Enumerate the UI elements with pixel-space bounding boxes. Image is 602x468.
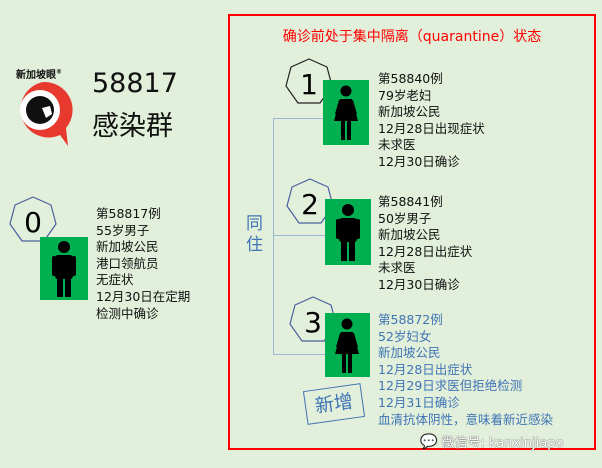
detail-line: 新加坡公民	[96, 239, 159, 255]
detail-line: 第58817例	[96, 206, 161, 221]
detail-line: 新加坡公民	[378, 345, 441, 361]
detail-line: 12月28日出症状	[378, 361, 473, 377]
box-title: 确诊前处于集中隔离（quarantine）状态	[282, 29, 542, 45]
detail-line: 第58872例	[378, 312, 443, 327]
household-tree-line	[273, 118, 326, 355]
case-details-2: 第58841例 50岁男子 新加坡公民 12月28日出症状 未求医 12月30日…	[378, 194, 472, 294]
cluster-label: 感染群	[92, 111, 173, 142]
quarantine-box	[228, 14, 596, 450]
person-figure-2	[325, 199, 371, 265]
case-number-badge-2: 2	[286, 178, 334, 224]
logo: 新加坡眼®	[8, 66, 78, 148]
case-number: 1	[300, 68, 318, 101]
cluster-id: 58817	[92, 68, 178, 99]
case-details-3: 第58872例 52岁妇女 新加坡公民 12月28日出症状 12月29日求医但拒…	[378, 312, 553, 428]
relation-label: 同住	[246, 214, 264, 256]
detail-line: 12月31日确诊	[378, 394, 460, 410]
male-person-icon	[336, 204, 360, 261]
detail-line: 12月29日求医但拒绝检测	[378, 378, 523, 394]
detail-line: 79岁老妇	[378, 87, 432, 103]
detail-line: 12月28日出症状	[378, 243, 473, 259]
detail-line: 未求医	[378, 260, 416, 276]
logo-text: 新加坡眼®	[16, 68, 62, 81]
detail-line: 第58841例	[378, 194, 443, 209]
detail-line: 新加坡公民	[378, 227, 441, 243]
detail-line: 12月30日在定期	[96, 288, 191, 304]
eye-logo-icon	[20, 81, 73, 146]
detail-line: 未求医	[378, 137, 416, 153]
male-person-icon	[52, 241, 76, 297]
case-number: 2	[301, 188, 319, 221]
detail-line: 无症状	[96, 272, 134, 288]
index-case-details: 第58817例 55岁男子 新加坡公民 港口领航员 无症状 12月30日在定期 …	[96, 206, 190, 322]
wechat-icon: 💬	[420, 433, 438, 450]
case-number-badge-0: 0	[9, 196, 57, 242]
detail-line: 血清抗体阴性，意味着新近感染	[378, 411, 554, 427]
case-number-badge-3: 3	[289, 296, 337, 342]
detail-line: 12月30日确诊	[378, 153, 460, 169]
detail-line: 检测中确诊	[96, 305, 159, 321]
person-figure-0	[40, 237, 88, 300]
detail-line: 55岁男子	[96, 222, 150, 238]
female-person-icon	[335, 318, 359, 373]
detail-line: 第58840例	[378, 71, 443, 86]
detail-line: 港口领航员	[96, 255, 159, 271]
watermark: 💬 微信号: kanxinjiapo	[420, 433, 564, 452]
person-figure-1	[323, 80, 369, 145]
detail-line: 新加坡公民	[378, 104, 441, 120]
person-figure-3	[325, 313, 370, 377]
case-number: 0	[24, 206, 42, 239]
case-details-1: 第58840例 79岁老妇 新加坡公民 12月28日出现症状 未求医 12月30…	[378, 71, 485, 171]
detail-line: 12月28日出现症状	[378, 120, 485, 136]
case-number: 3	[304, 306, 322, 339]
detail-line: 52岁妇女	[378, 328, 432, 344]
case-number-badge-1: 1	[285, 58, 333, 104]
detail-line: 50岁男子	[378, 210, 432, 226]
detail-line: 12月30日确诊	[378, 276, 460, 292]
female-person-icon	[334, 85, 358, 140]
